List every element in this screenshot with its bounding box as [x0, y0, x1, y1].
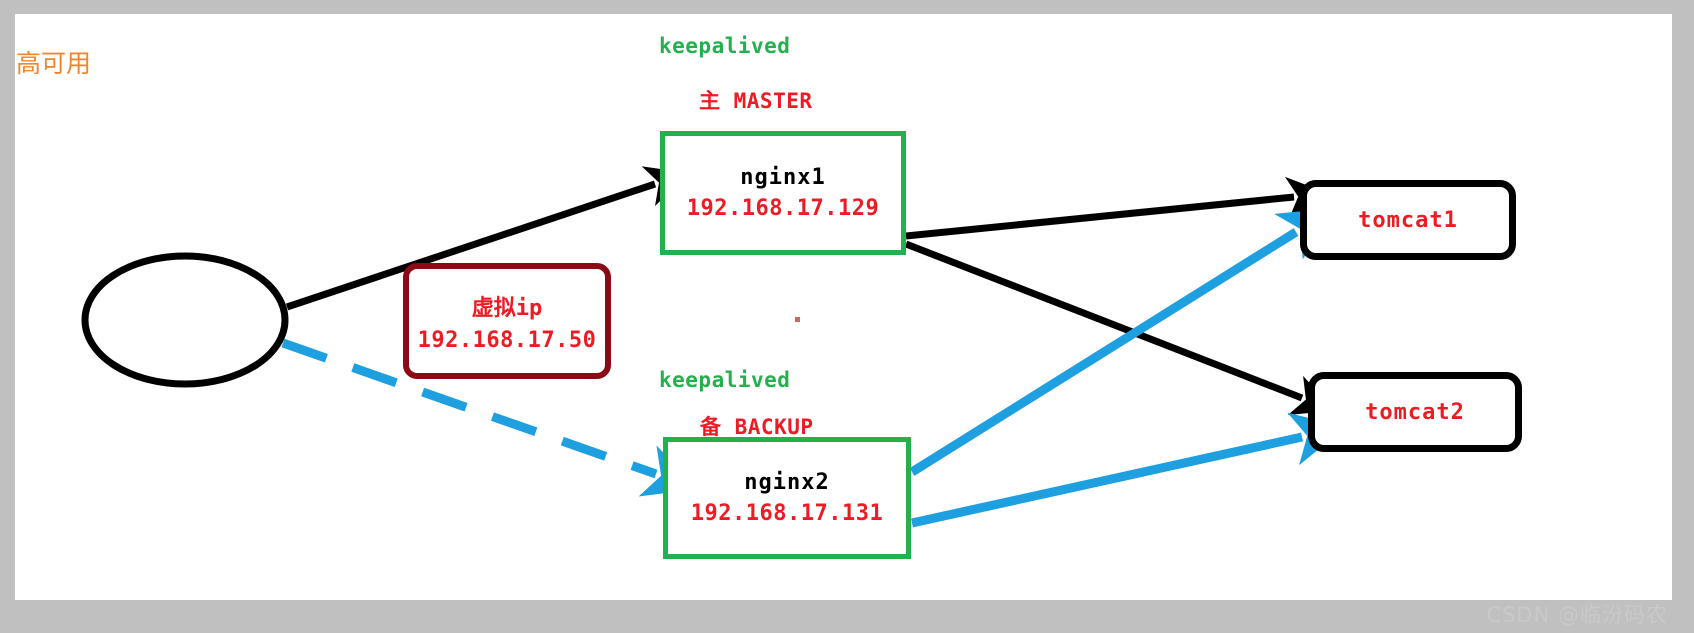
tomcat2-node[interactable]: tomcat2 [1308, 372, 1522, 452]
tomcat1-node[interactable]: tomcat1 [1300, 180, 1516, 260]
tomcat1-label: tomcat1 [1358, 207, 1458, 233]
nginx2-node[interactable]: nginx2 192.168.17.131 [663, 437, 911, 559]
virtual-ip-node[interactable]: 虚拟ip 192.168.17.50 [403, 263, 611, 379]
role-label-master: 主 MASTER [699, 89, 813, 113]
keepalived-label-master: keepalived [659, 34, 791, 58]
watermark: CSDN @临汾码农 [1486, 603, 1668, 627]
ink-dot-artifact [795, 317, 800, 322]
nginx1-name: nginx1 [740, 165, 826, 190]
keepalived-label-backup: keepalived [659, 368, 791, 392]
virtual-ip-title: 虚拟ip [471, 295, 543, 321]
nginx2-name: nginx2 [744, 470, 830, 495]
nginx2-ip: 192.168.17.131 [690, 501, 884, 526]
virtual-ip-address: 192.168.17.50 [417, 327, 597, 353]
tomcat2-label: tomcat2 [1365, 399, 1465, 425]
page-title: 高可用 [16, 49, 92, 78]
nginx1-ip: 192.168.17.129 [686, 196, 880, 221]
nginx1-node[interactable]: nginx1 192.168.17.129 [660, 131, 906, 255]
role-label-backup: 备 BACKUP [700, 415, 814, 439]
